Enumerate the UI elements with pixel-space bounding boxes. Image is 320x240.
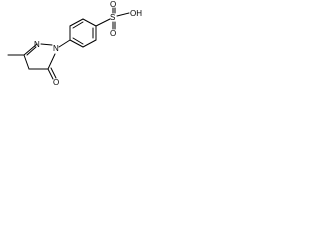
- bond-ar-5: [82, 39, 97, 48]
- bond-s-oh: [116, 12, 130, 17]
- atom-sulfur: S: [110, 13, 115, 22]
- atom-oxygen-top: O: [110, 0, 116, 9]
- bond-c5-o-double: [50, 67, 57, 79]
- chemical-structure: N N S OH O O O: [0, 0, 148, 97]
- structure-drawing: N N S OH O O O: [7, 0, 142, 87]
- bond-c3-c4: [23, 54, 30, 70]
- bond-ar-inner-1: [72, 21, 84, 29]
- atom-oxygen-carbonyl: O: [53, 78, 59, 87]
- bond-ar-6: [69, 39, 84, 48]
- atom-hydroxyl: OH: [130, 9, 142, 18]
- atom-n1: N: [53, 44, 59, 53]
- bond-n1-aryl: [58, 39, 71, 48]
- atom-oxygen-bottom: O: [110, 29, 116, 38]
- bond-ar-2: [69, 18, 84, 27]
- bond-aryl-s: [95, 18, 111, 27]
- bond-c3-n2-double: [26, 46, 37, 56]
- bond-c5-o: [47, 68, 54, 80]
- bond-c3-n2: [23, 43, 38, 56]
- sulfonic-acid-group: [95, 7, 130, 30]
- bond-ar-inner-3: [72, 37, 84, 45]
- bond-n1-n2: [40, 43, 53, 46]
- pyrazolone-ring: [7, 43, 57, 80]
- atom-n2: N: [34, 40, 40, 49]
- bond-ar-3: [82, 18, 97, 27]
- benzene-ring: [58, 18, 97, 48]
- bond-c5-n1: [47, 53, 56, 70]
